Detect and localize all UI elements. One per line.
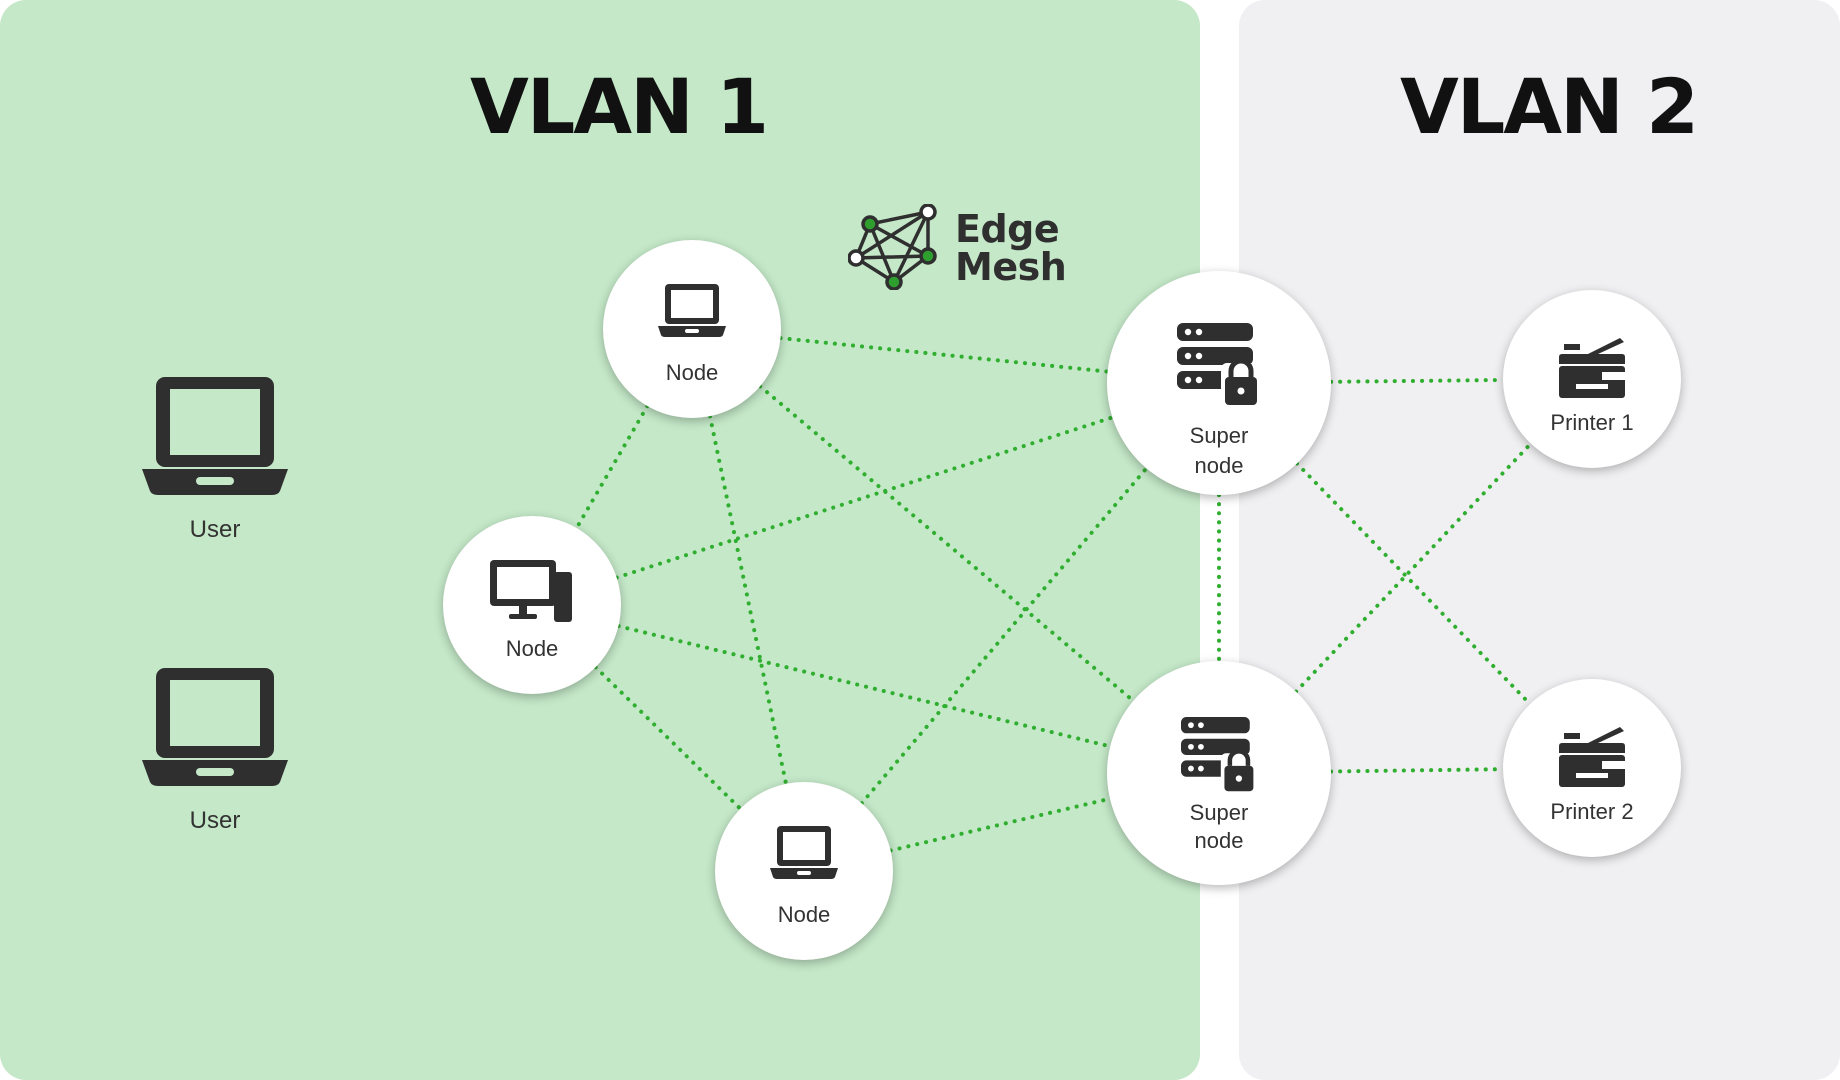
printer-icon [1559, 727, 1625, 787]
link-supernode_bottom-printer2 [1329, 767, 1505, 774]
user-2[interactable]: User [135, 666, 295, 835]
link-node_left-node_bottom [593, 665, 743, 811]
secure-server-icon [1177, 323, 1261, 407]
link-supernode_top-printer2 [1294, 461, 1533, 707]
link-node_top-supernode_bottom [758, 384, 1136, 703]
mesh-network-icon [848, 204, 937, 290]
node-label: Node [665, 360, 719, 385]
laptop-icon [142, 377, 288, 495]
supernode-label: Super node [1189, 800, 1249, 853]
link-node_left-supernode_top [614, 415, 1115, 580]
secure-server-icon [1181, 717, 1257, 793]
link-node_top-node_bottom [708, 414, 788, 786]
link-node_top-supernode_top [778, 336, 1110, 374]
link-supernode_bottom-printer1 [1294, 441, 1533, 694]
node-bottom[interactable]: Node [715, 782, 893, 960]
vlan2-zone [1239, 0, 1840, 1080]
printer-2[interactable]: Printer 2 [1503, 679, 1681, 857]
link-node_top-node_left [574, 404, 650, 530]
user-label: User [189, 807, 241, 834]
link-node_bottom-supernode_bottom [888, 796, 1112, 853]
logo-text: Edge Mesh [955, 207, 1067, 289]
laptop-icon [658, 284, 726, 337]
node-left[interactable]: Node [443, 516, 621, 694]
link-node_bottom-supernode_top [859, 466, 1149, 806]
supernode-bottom[interactable]: Super node [1107, 661, 1331, 885]
vlan1-title: VLAN 1 [470, 62, 769, 151]
node-top[interactable]: Node [603, 240, 781, 418]
desktop-computers-icon [490, 560, 572, 622]
printer-1[interactable]: Printer 1 [1503, 290, 1681, 468]
printer-label: Printer 1 [1550, 410, 1634, 435]
link-node_left-supernode_bottom [616, 624, 1113, 749]
node-label: Node [505, 636, 559, 661]
supernode-label: Super node [1189, 423, 1249, 478]
printer-icon [1559, 338, 1625, 398]
laptop-icon [770, 826, 838, 879]
user-label: User [189, 516, 241, 543]
laptop-icon [142, 668, 288, 786]
vlan2-title: VLAN 2 [1400, 62, 1699, 151]
printer-label: Printer 2 [1550, 799, 1634, 824]
supernode-top[interactable]: Super node [1107, 271, 1331, 495]
link-supernode_top-printer1 [1329, 378, 1505, 384]
node-label: Node [777, 902, 831, 927]
user-1[interactable]: User [135, 375, 295, 544]
vlan1-zone [0, 0, 1200, 1080]
